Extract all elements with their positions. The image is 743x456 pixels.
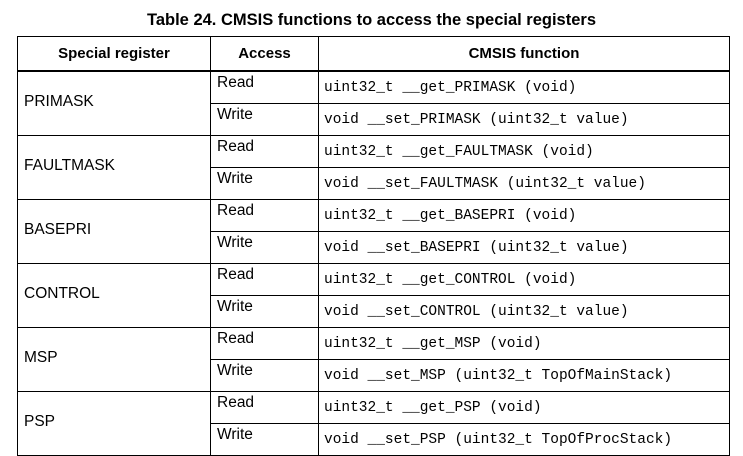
cmsis-function: void __set_MSP (uint32_t TopOfMainStack) [318,359,730,392]
table-row: Write void __set_MSP (uint32_t TopOfMain… [18,359,730,392]
access-read: Read [210,135,319,168]
register-name: FAULTMASK [17,135,211,200]
cmsis-function: uint32_t __get_FAULTMASK (void) [318,135,730,168]
access-write: Write [210,231,319,264]
table-row: BASEPRI Read uint32_t __get_BASEPRI (voi… [17,199,730,264]
cmsis-function: uint32_t __get_PSP (void) [318,391,730,424]
table-row: CONTROL Read uint32_t __get_CONTROL (voi… [17,263,730,328]
access-read: Read [210,327,319,360]
cmsis-function: uint32_t __get_MSP (void) [318,327,730,360]
access-write: Write [210,295,319,328]
cmsis-function: void __set_FAULTMASK (uint32_t value) [318,167,730,200]
table-row: FAULTMASK Read uint32_t __get_FAULTMASK … [17,135,730,200]
access-write: Write [210,167,319,200]
register-name: CONTROL [17,263,211,328]
access-read: Read [210,263,319,296]
access-read: Read [210,199,319,232]
table-row: Write void __set_CONTROL (uint32_t value… [18,295,730,328]
table-row: MSP Read uint32_t __get_MSP (void) [17,327,730,392]
table-row: PRIMASK Read uint32_t __get_PRIMASK (voi… [17,70,730,136]
header-special-register: Special register [17,36,211,72]
cmsis-function: uint32_t __get_BASEPRI (void) [318,199,730,232]
cmsis-function: void __set_PRIMASK (uint32_t value) [318,103,730,136]
register-name: MSP [17,327,211,392]
register-name: PRIMASK [17,70,211,136]
access-write: Write [210,423,319,456]
register-name: BASEPRI [17,199,211,264]
cmsis-function: uint32_t __get_PRIMASK (void) [318,70,730,104]
cmsis-function: void __set_CONTROL (uint32_t value) [318,295,730,328]
table-header-row: Special register Access CMSIS function [17,36,730,72]
cmsis-function: void __set_PSP (uint32_t TopOfProcStack) [318,423,730,456]
table-row: Write void __set_FAULTMASK (uint32_t val… [18,167,730,200]
special-registers-table: Special register Access CMSIS function P… [17,36,730,456]
cmsis-function: uint32_t __get_CONTROL (void) [318,263,730,296]
cmsis-function: void __set_BASEPRI (uint32_t value) [318,231,730,264]
header-access: Access [210,36,319,72]
access-write: Write [210,359,319,392]
access-read: Read [210,391,319,424]
access-write: Write [210,103,319,136]
table-caption: Table 24. CMSIS functions to access the … [146,11,597,29]
access-read: Read [210,70,319,104]
header-cmsis-function: CMSIS function [318,36,730,72]
table-row: Write void __set_PRIMASK (uint32_t value… [18,103,730,136]
register-name: PSP [17,391,211,456]
table-row: PSP Read uint32_t __get_PSP (void) [17,391,730,456]
